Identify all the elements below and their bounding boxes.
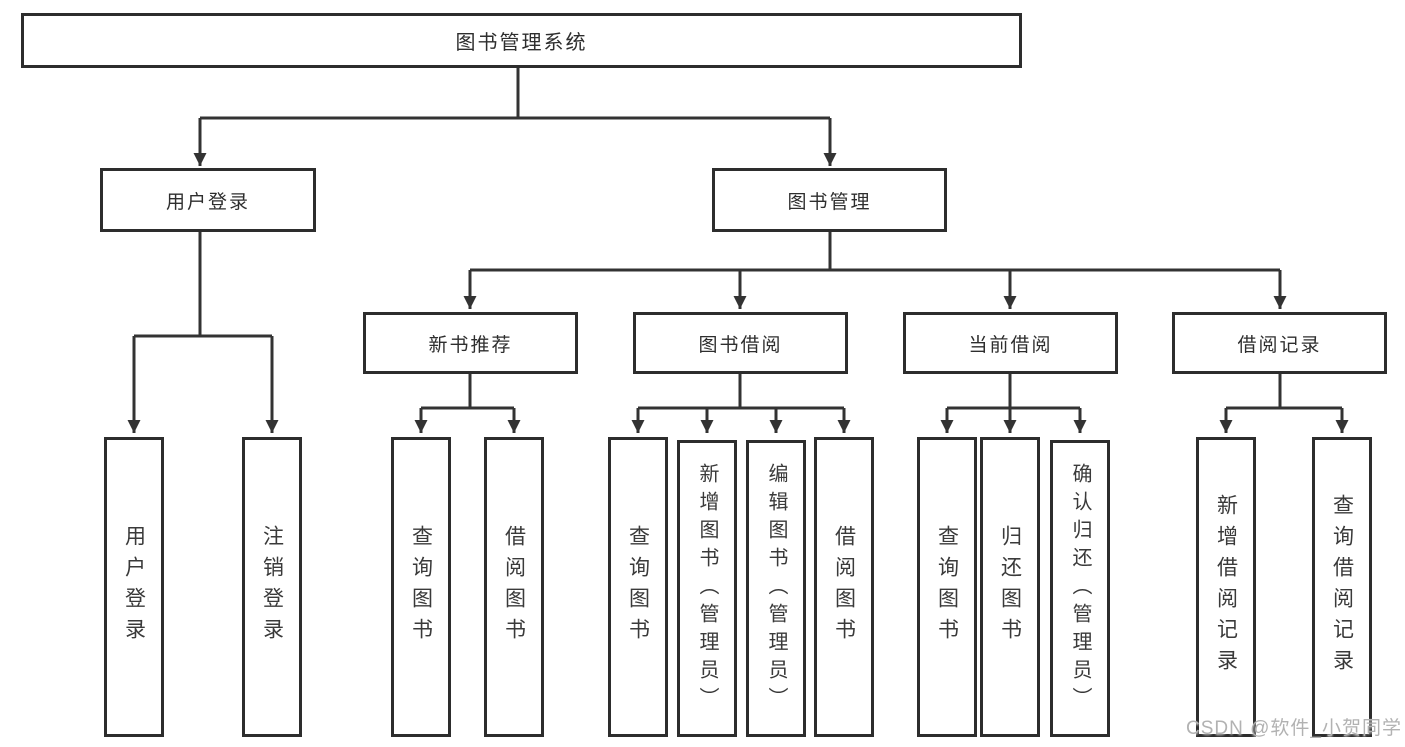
leaf-borrow-books-2: 借阅图书 (814, 437, 874, 737)
leaf-add-borrow-record: 新增借阅记录 (1196, 437, 1256, 737)
node-label: 新增借阅记录 (1214, 494, 1239, 680)
node-label: 新书推荐 (428, 334, 513, 356)
node-label: 查询图书 (626, 525, 651, 649)
leaf-return-books: 归还图书 (980, 437, 1040, 737)
csdn-watermark: CSDN @软件_小贺同学 (1186, 718, 1402, 739)
connector-root-stem (200, 68, 830, 120)
leaf-query-books-3: 查询图书 (917, 437, 977, 737)
leaf-user-login: 用户登录 (104, 437, 164, 737)
node-label: 查询图书 (409, 525, 434, 649)
connector-newbook-stem (421, 374, 514, 410)
node-user-login: 用户登录 (100, 168, 316, 232)
connector-records-stem (1226, 374, 1342, 410)
node-label: 确认归还（管理员） (1069, 462, 1091, 715)
connector-borrowing-stem (638, 374, 844, 410)
node-label: 查询图书 (935, 525, 960, 649)
node-book-borrowing: 图书借阅 (633, 312, 848, 374)
leaf-query-borrow-record: 查询借阅记录 (1312, 437, 1372, 737)
node-library-management-system: 图书管理系统 (21, 13, 1022, 68)
leaf-logout: 注销登录 (242, 437, 302, 737)
leaf-edit-books-admin: 编辑图书（管理员） (746, 440, 806, 737)
node-label: 查询借阅记录 (1330, 494, 1355, 680)
node-label: 图书管理 (787, 191, 872, 213)
leaf-borrow-books-1: 借阅图书 (484, 437, 544, 737)
leaf-confirm-return-admin: 确认归还（管理员） (1050, 440, 1110, 737)
node-label: 新增图书（管理员） (696, 462, 718, 715)
node-current-borrowing: 当前借阅 (903, 312, 1118, 374)
leaf-add-books-admin: 新增图书（管理员） (677, 440, 737, 737)
node-new-book-recommendation: 新书推荐 (363, 312, 578, 374)
leaf-query-books-2: 查询图书 (608, 437, 668, 737)
node-label: 借阅图书 (832, 525, 857, 649)
node-label: 注销登录 (260, 525, 285, 649)
node-book-management: 图书管理 (712, 168, 947, 232)
node-label: 归还图书 (998, 525, 1023, 649)
leaf-query-books-1: 查询图书 (391, 437, 451, 737)
node-borrowing-records: 借阅记录 (1172, 312, 1387, 374)
node-label: 用户登录 (122, 525, 147, 649)
connector-current-stem (947, 374, 1080, 410)
connector-userlogin-stem (134, 232, 272, 338)
node-label: 图书管理系统 (455, 32, 588, 54)
node-label: 借阅图书 (502, 525, 527, 649)
connector-bookmgmt-stem (470, 232, 1280, 272)
node-label: 借阅记录 (1237, 334, 1322, 356)
node-label: 当前借阅 (968, 334, 1053, 356)
node-label: 图书借阅 (698, 334, 783, 356)
node-label: 用户登录 (165, 191, 250, 213)
node-label: 编辑图书（管理员） (765, 462, 787, 715)
